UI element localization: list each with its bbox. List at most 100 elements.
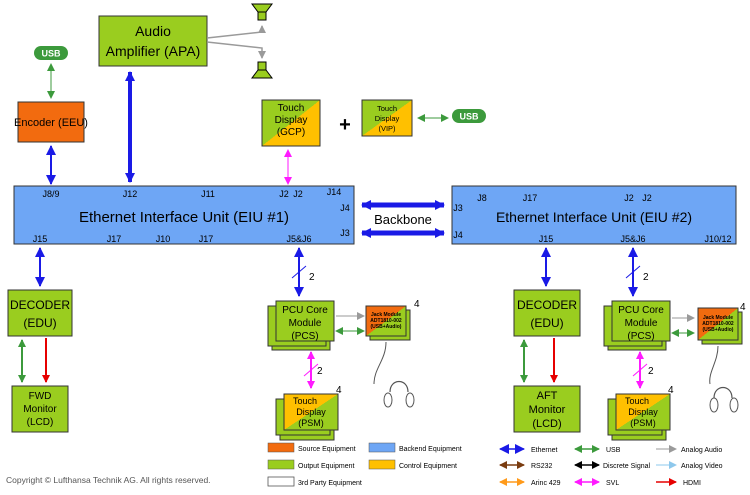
- jack1-line1: Jack Module: [371, 312, 401, 318]
- legend-swatch-backend: [368, 442, 396, 453]
- gcp-line1: Touch: [278, 103, 305, 114]
- headphones-icon: [709, 345, 739, 413]
- pcs2-bus-count: 2: [643, 272, 649, 283]
- eiu1-port-j10: J10: [156, 234, 171, 244]
- pcs2-line2: Module: [625, 318, 658, 329]
- legend-source: Source Equipment: [298, 446, 356, 453]
- speaker-top-icon: [251, 3, 273, 21]
- eiu2-port-j3: J3: [453, 203, 463, 213]
- vip-line2: Display: [375, 114, 400, 123]
- speaker-links: [206, 25, 266, 59]
- touch-display-vip: Touch Display (VIP): [361, 99, 413, 137]
- psm2-bus-count: 2: [648, 366, 654, 377]
- decoder1-line2: (EDU): [23, 316, 56, 330]
- psm2-line3: (PSM): [630, 418, 656, 428]
- eiu2-label: Ethernet Interface Unit (EIU #2): [496, 209, 692, 225]
- fwd-line1: FWD: [29, 391, 52, 402]
- usb-right-badge: USB: [452, 109, 486, 123]
- eiu1-port-j14: J14: [327, 187, 342, 197]
- vip-line3: (VIP): [378, 124, 396, 133]
- eiu2-port-j2b: J2: [642, 193, 652, 203]
- psm2-line2: Display: [628, 407, 658, 417]
- legend-discrete: Discrete Signal: [603, 463, 651, 470]
- aft-line1: AFT: [537, 390, 558, 402]
- legend-swatch-output: [267, 459, 295, 470]
- jack2-line3: (USB+Audio): [703, 327, 734, 333]
- legend-swatch-control: [368, 459, 396, 470]
- jack2-line2: ADT1810-002: [702, 321, 734, 327]
- eiu1-port-j17a: J17: [107, 234, 122, 244]
- usb-left-badge: USB: [34, 46, 68, 60]
- legend-usb: USB: [606, 447, 621, 454]
- eiu1-port-j2a: J2: [279, 189, 289, 199]
- bus-slash-pcs2: [625, 265, 641, 279]
- legend-swatch-source: [267, 442, 295, 453]
- legend-analog-video: Analog Video: [681, 463, 723, 470]
- eiu2-port-j2a: J2: [624, 193, 634, 203]
- legend-backend: Backend Equipment: [399, 446, 462, 453]
- jack1-line2: ADT1810-002: [370, 318, 402, 324]
- usb-left-label: USB: [41, 49, 61, 59]
- legend-analog-audio: Analog Audio: [681, 447, 722, 454]
- legend: Source Equipment Backend Equipment Outpu…: [267, 442, 723, 487]
- usb-right-label: USB: [459, 112, 479, 122]
- audio-amplifier-block: Audio Amplifier (APA): [98, 15, 208, 67]
- legend-ethernet: Ethernet: [531, 447, 558, 454]
- gcp-line3: (GCP): [277, 127, 305, 138]
- pcs2-line1: PCU Core: [618, 305, 664, 316]
- jack1-count: 4: [414, 299, 420, 310]
- psm1-line2: Display: [296, 407, 326, 417]
- psm1-line1: Touch: [293, 396, 317, 406]
- encoder-label: Encoder (EEU): [14, 117, 88, 129]
- eiu2-port-j4: J4: [453, 230, 463, 240]
- decoder1-block: DECODER (EDU): [7, 289, 73, 337]
- vip-line1: Touch: [377, 104, 397, 113]
- jack2-count: 4: [740, 302, 746, 313]
- aft-monitor-block: AFT Monitor (LCD): [513, 385, 581, 433]
- psm1-count: 4: [336, 385, 342, 396]
- pcs1-line2: Module: [289, 318, 322, 329]
- jack2-line1: Jack Module: [703, 315, 733, 321]
- pcs1-block: PCU Core Module (PCS): [267, 300, 335, 351]
- bus-slash-pcs1: [291, 265, 307, 279]
- fwd-monitor-block: FWD Monitor (LCD): [11, 385, 69, 433]
- copyright-text: Copyright © Lufthansa Technik AG. All ri…: [6, 475, 211, 485]
- psm2-count: 4: [668, 385, 674, 396]
- eiu2-block: Ethernet Interface Unit (EIU #2) J8 J17 …: [451, 185, 737, 245]
- legend-swatch-third-party: [267, 476, 295, 487]
- pcs1-line1: PCU Core: [282, 305, 328, 316]
- pcs2-line3: (PCS): [627, 331, 654, 342]
- eiu1-port-j5-6: J5&J6: [286, 234, 311, 244]
- decoder1-line1: DECODER: [10, 298, 70, 312]
- pcs1-bus-count: 2: [309, 272, 315, 283]
- eiu2-port-j8: J8: [477, 193, 487, 203]
- eiu1-port-j12: J12: [123, 189, 138, 199]
- headphones-icon: [373, 341, 415, 408]
- eiu1-label: Ethernet Interface Unit (EIU #1): [79, 209, 289, 226]
- psm2-block: Touch Display (PSM): [607, 393, 671, 441]
- bus-slash-psm1: [303, 363, 319, 377]
- fwd-line2: Monitor: [23, 404, 57, 415]
- eiu1-port-j15: J15: [33, 234, 48, 244]
- eiu2-port-j15: J15: [539, 234, 554, 244]
- apa-line2: Amplifier (APA): [106, 43, 201, 59]
- eiu1-port-j17b: J17: [199, 234, 214, 244]
- encoder-block: Encoder (EEU): [14, 101, 88, 143]
- legend-arinc: Arinc 429: [531, 480, 561, 487]
- speaker-bottom-icon: [251, 61, 273, 79]
- legend-third-party: 3rd Party Equipment: [298, 480, 362, 487]
- jack1-line3: (USB+Audio): [371, 324, 402, 330]
- eiu1-block: Ethernet Interface Unit (EIU #1) J8/9 J1…: [13, 185, 355, 245]
- backbone-label: Backbone: [374, 212, 432, 227]
- legend-output: Output Equipment: [298, 463, 354, 470]
- psm2-line1: Touch: [625, 396, 649, 406]
- eiu1-port-j3: J3: [340, 228, 350, 238]
- eiu2-port-j17: J17: [523, 193, 538, 203]
- eiu1-port-j8-9: J8/9: [42, 189, 59, 199]
- plus-sign: +: [339, 114, 351, 136]
- legend-hdmi: HDMI: [683, 480, 701, 487]
- bus-slash-psm2: [632, 363, 648, 377]
- gcp-line2: Display: [275, 115, 308, 126]
